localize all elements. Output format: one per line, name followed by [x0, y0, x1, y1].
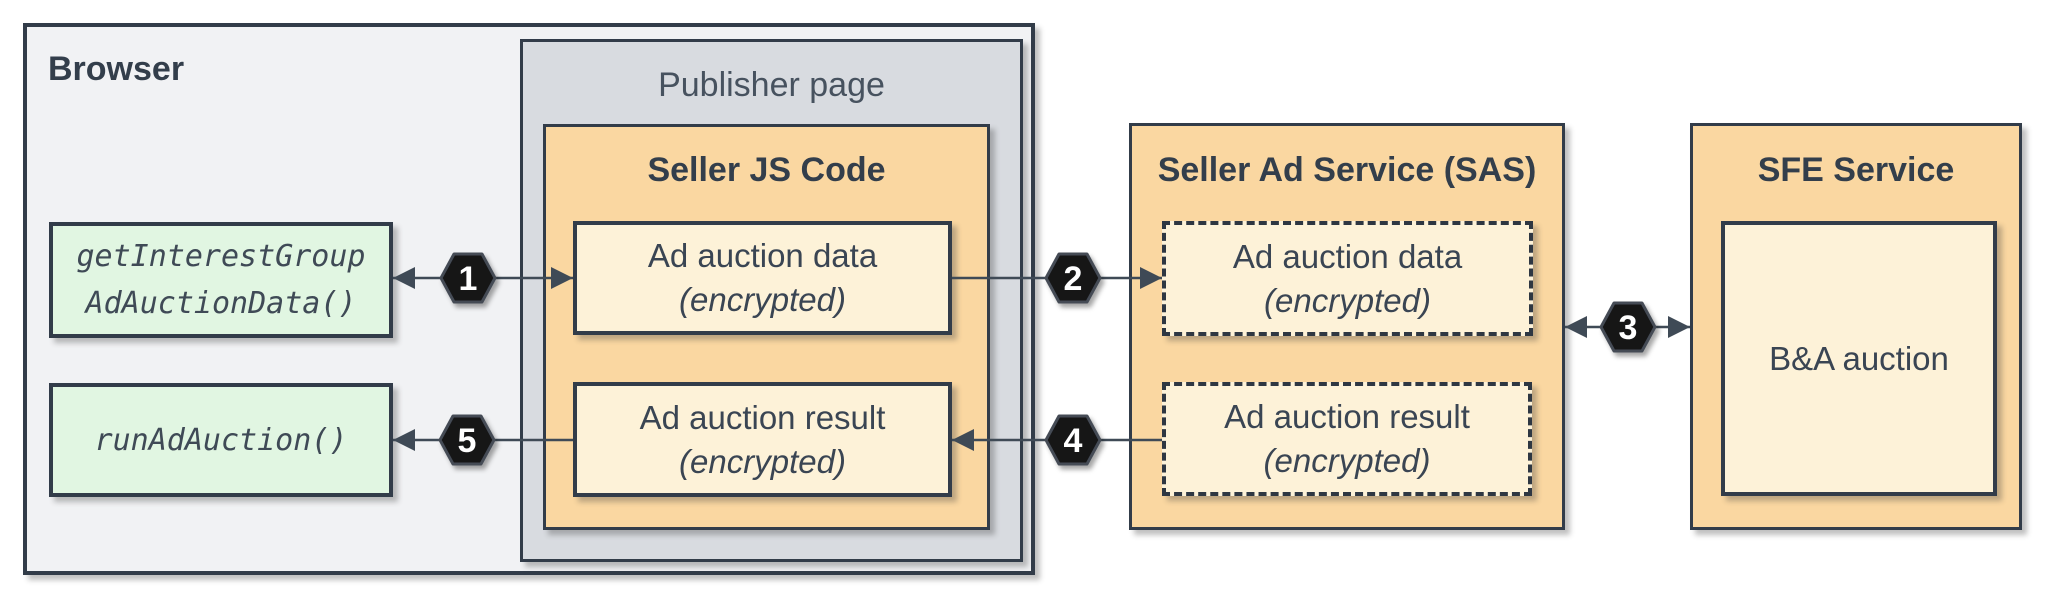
hexagon-icon	[1044, 252, 1102, 304]
run-ad-auction-box: runAdAuction()	[49, 383, 393, 497]
api-call-text: AdAuctionData()	[85, 286, 357, 321]
publisher-page-title: Publisher page	[658, 66, 885, 104]
box-label: B&A auction	[1769, 339, 1949, 377]
step-number: 4	[1064, 422, 1083, 460]
box-label-encrypted: (encrypted)	[1264, 281, 1431, 319]
hexagon-icon	[1599, 301, 1657, 353]
hexagon-icon	[1044, 414, 1102, 466]
arrowhead-left-icon	[1565, 316, 1587, 338]
box-label: Ad auction result	[639, 398, 886, 436]
step-marker-4: 4	[1044, 414, 1102, 466]
ba-auction-box: B&A auction	[1721, 221, 1997, 496]
box-label: Ad auction data	[647, 237, 878, 274]
box-label-encrypted: (encrypted)	[679, 281, 846, 318]
step-marker-3: 3	[1599, 301, 1657, 353]
sas-ad-auction-data-box: Ad auction data (encrypted)	[1162, 221, 1533, 336]
box-label-encrypted: (encrypted)	[679, 442, 846, 480]
get-interest-group-ad-auction-data-box: getInterestGroup AdAuctionData()	[49, 222, 393, 338]
step-number: 3	[1619, 309, 1638, 347]
step-marker-2: 2	[1044, 252, 1102, 304]
seller-js-ad-auction-result-box: Ad auction result (encrypted)	[573, 382, 952, 497]
box-label-encrypted: (encrypted)	[1263, 442, 1431, 479]
step-number: 2	[1064, 260, 1083, 298]
browser-title: Browser	[48, 50, 185, 88]
arrowhead-right-icon	[1668, 316, 1690, 338]
api-call-text: getInterestGroup	[76, 239, 366, 274]
box-label: Ad auction result	[1224, 398, 1470, 435]
seller-ad-service-title: Seller Ad Service (SAS)	[1157, 151, 1537, 189]
api-call-text: runAdAuction()	[94, 422, 348, 458]
connector-step-3	[1565, 316, 1690, 338]
sfe-service-title: SFE Service	[1757, 151, 1955, 189]
seller-js-ad-auction-data-box: Ad auction data (encrypted)	[573, 221, 952, 335]
box-label: Ad auction data	[1232, 237, 1463, 275]
sas-ad-auction-result-box: Ad auction result (encrypted)	[1162, 382, 1532, 496]
seller-js-code-title: Seller JS Code	[647, 151, 886, 189]
